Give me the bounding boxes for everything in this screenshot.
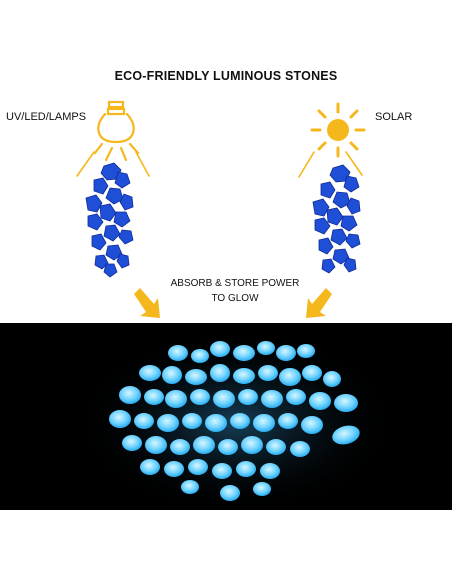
sun-icon [309,101,367,159]
stones-cluster-left [80,160,142,280]
absorb-caption-line2: TO GLOW [211,293,259,304]
light-source-label-uv: UV/LED/LAMPS [6,111,87,123]
absorb-caption-line1: ABSORB & STORE POWER [170,278,300,289]
light-source-label-solar: SOLAR [375,111,413,123]
absorb-caption: ABSORB & STORE POWER TO GLOW [140,276,330,306]
stones-cluster-right [307,162,369,282]
arrow-down-left-icon [302,286,336,320]
arrow-down-right-icon [130,286,164,320]
bulb-icon [92,98,144,178]
page-title: ECO-FRIENDLY LUMINOUS STONES [114,69,338,83]
glowing-stones-panel [0,323,452,510]
